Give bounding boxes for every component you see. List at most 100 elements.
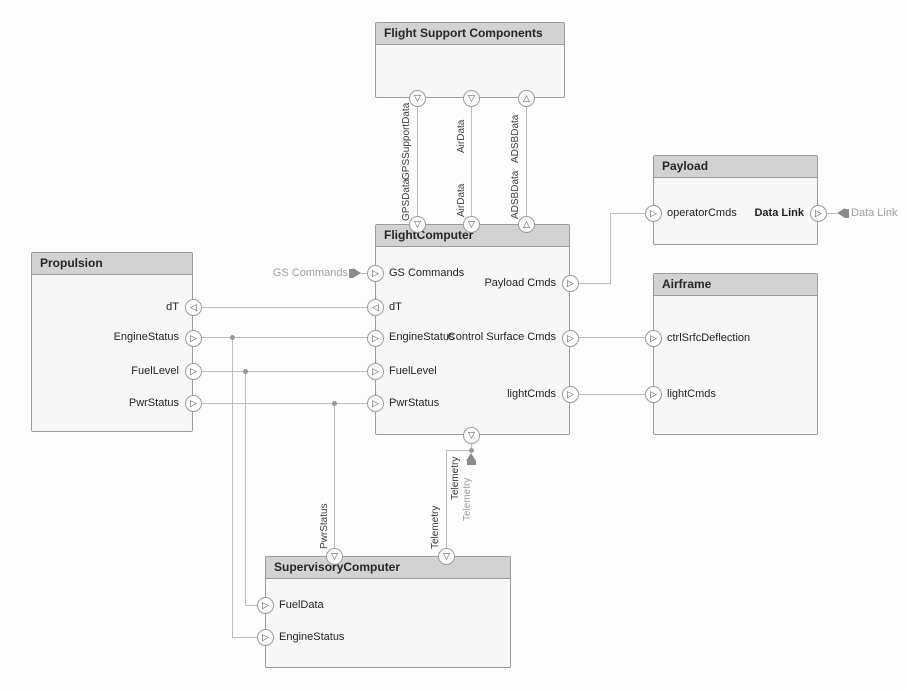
port-sc-telemetry[interactable]: ▽: [438, 548, 455, 565]
port-label-operator-cmds: operatorCmds: [667, 207, 737, 219]
connector-data-link[interactable]: [826, 213, 837, 214]
port-label-airframe-light-cmds: lightCmds: [667, 388, 716, 400]
port-direction-right-icon: ▷: [262, 600, 269, 610]
external-port-label-gs-commands: GS Commands: [272, 267, 348, 279]
port-label-prop-pwr-status: PwrStatus: [128, 397, 179, 409]
block-flight-support-components[interactable]: Flight Support Components: [375, 22, 565, 98]
external-port-label-data-link: Data Link: [851, 207, 898, 219]
port-prop-fuel-level[interactable]: ▷: [185, 363, 202, 380]
arrow-head-left: [837, 208, 845, 218]
block-title: Flight Support Components: [376, 23, 564, 45]
connector-payload-cmds-h2[interactable]: [610, 213, 645, 214]
port-fc-adsbdata[interactable]: △: [518, 216, 535, 233]
port-direction-left-icon: ◁: [372, 302, 379, 312]
port-direction-right-icon: ▷: [567, 333, 574, 343]
connector-label-telemetry-src: Telemetry: [450, 456, 461, 500]
connector-adsbdata[interactable]: [526, 106, 527, 217]
external-output-arrow-up-icon[interactable]: [466, 453, 476, 465]
port-label-light-cmds: lightCmds: [507, 388, 556, 400]
port-prop-dt[interactable]: ◁: [185, 299, 202, 316]
port-fsc-airdata[interactable]: ▽: [463, 90, 480, 107]
port-fc-pwr-status[interactable]: ▷: [367, 395, 384, 412]
port-fsc-adsbdata[interactable]: △: [518, 90, 535, 107]
connector-airdata[interactable]: [471, 106, 472, 217]
arrow-head-up: [466, 453, 476, 461]
port-airframe-ctrl-srfc-deflection[interactable]: ▷: [645, 330, 662, 347]
port-direction-right-icon: ▷: [190, 398, 197, 408]
connector-label-adsb-data-dst: ADSBData: [510, 170, 521, 219]
port-payload-operator-cmds[interactable]: ▷: [645, 205, 662, 222]
port-label-sc-engine-status: EngineStatus: [279, 631, 345, 643]
port-fc-light-cmds[interactable]: ▷: [562, 386, 579, 403]
port-direction-right-icon: ▷: [650, 208, 657, 218]
connector-fuel-data-branch-v[interactable]: [245, 371, 246, 605]
port-fc-control-surface-cmds[interactable]: ▷: [562, 330, 579, 347]
block-payload[interactable]: Payload: [653, 155, 818, 245]
connector-light-cmds[interactable]: [578, 394, 645, 395]
port-fc-gs-commands[interactable]: ▷: [367, 265, 384, 282]
external-port-label-telemetry: Telemetry: [462, 477, 473, 521]
port-label-engine-status: EngineStatus: [389, 331, 455, 343]
connector-dt[interactable]: [201, 307, 368, 308]
port-direction-up-icon: △: [523, 219, 530, 229]
connector-gs-commands[interactable]: [361, 273, 368, 274]
connector-payload-cmds-v[interactable]: [610, 213, 611, 284]
connector-fuel-data-branch-h[interactable]: [245, 605, 257, 606]
connector-engine-status-branch-h[interactable]: [232, 637, 257, 638]
port-label-gs-commands: GS Commands: [389, 267, 465, 279]
block-airframe[interactable]: Airframe: [653, 273, 818, 435]
port-direction-down-icon: ▽: [443, 551, 450, 561]
port-label-prop-engine-status: EngineStatus: [113, 331, 179, 343]
connector-pwr-status[interactable]: [201, 403, 368, 404]
port-direction-right-icon: ▷: [650, 389, 657, 399]
port-direction-right-icon: ▷: [567, 278, 574, 288]
connector-engine-status[interactable]: [201, 337, 368, 338]
connector-label-telemetry-dst: Telemetry: [430, 505, 441, 549]
port-direction-right-icon: ▷: [372, 366, 379, 376]
external-input-arrow-icon[interactable]: [349, 268, 361, 278]
port-fsc-gpssupportdata[interactable]: ▽: [409, 90, 426, 107]
connector-pwr-status-branch-v[interactable]: [334, 403, 335, 548]
block-title: Propulsion: [32, 253, 192, 275]
port-airframe-light-cmds[interactable]: ▷: [645, 386, 662, 403]
connector-gpsdata[interactable]: [417, 106, 418, 217]
port-label-pwr-status: PwrStatus: [389, 397, 440, 409]
port-payload-data-link[interactable]: ▷: [810, 205, 827, 222]
port-sc-fuel-data[interactable]: ▷: [257, 597, 274, 614]
port-prop-engine-status[interactable]: ▷: [185, 330, 202, 347]
port-prop-pwr-status[interactable]: ▷: [185, 395, 202, 412]
external-output-arrow-icon[interactable]: [837, 208, 849, 218]
block-propulsion[interactable]: Propulsion: [31, 252, 193, 432]
port-sc-pwr-status[interactable]: ▽: [326, 548, 343, 565]
connector-telemetry-branch-v[interactable]: [446, 450, 447, 548]
junction-dot: [230, 335, 235, 340]
port-fc-telemetry[interactable]: ▽: [463, 427, 480, 444]
arrow-head-right: [353, 268, 361, 278]
port-direction-down-icon: ▽: [331, 551, 338, 561]
port-direction-right-icon: ▷: [372, 268, 379, 278]
port-direction-down-icon: ▽: [468, 93, 475, 103]
port-fc-fuel-level[interactable]: ▷: [367, 363, 384, 380]
port-direction-up-icon: △: [523, 93, 530, 103]
port-direction-left-icon: ◁: [190, 302, 197, 312]
port-fc-payload-cmds[interactable]: ▷: [562, 275, 579, 292]
port-fc-engine-status[interactable]: ▷: [367, 330, 384, 347]
port-direction-down-icon: ▽: [414, 219, 421, 229]
port-sc-engine-status[interactable]: ▷: [257, 629, 274, 646]
port-label-payload-cmds: Payload Cmds: [484, 277, 556, 289]
port-label-control-surface-cmds: Control Surface Cmds: [447, 331, 556, 343]
connector-payload-cmds-h1[interactable]: [578, 283, 610, 284]
port-fc-airdata[interactable]: ▽: [463, 216, 480, 233]
block-supervisory-computer[interactable]: SupervisoryComputer: [265, 556, 511, 668]
port-direction-right-icon: ▷: [190, 366, 197, 376]
port-fc-dt[interactable]: ◁: [367, 299, 384, 316]
connector-engine-status-branch-v[interactable]: [232, 337, 233, 637]
connector-control-surface-cmds[interactable]: [578, 337, 645, 338]
connector-fuel-level[interactable]: [201, 371, 368, 372]
connector-telemetry-branch-h[interactable]: [446, 450, 472, 451]
block-title: Payload: [654, 156, 817, 178]
port-fc-gpsdata[interactable]: ▽: [409, 216, 426, 233]
arrow-bar: [845, 208, 849, 218]
connector-label-pwr-status: PwrStatus: [319, 503, 330, 549]
